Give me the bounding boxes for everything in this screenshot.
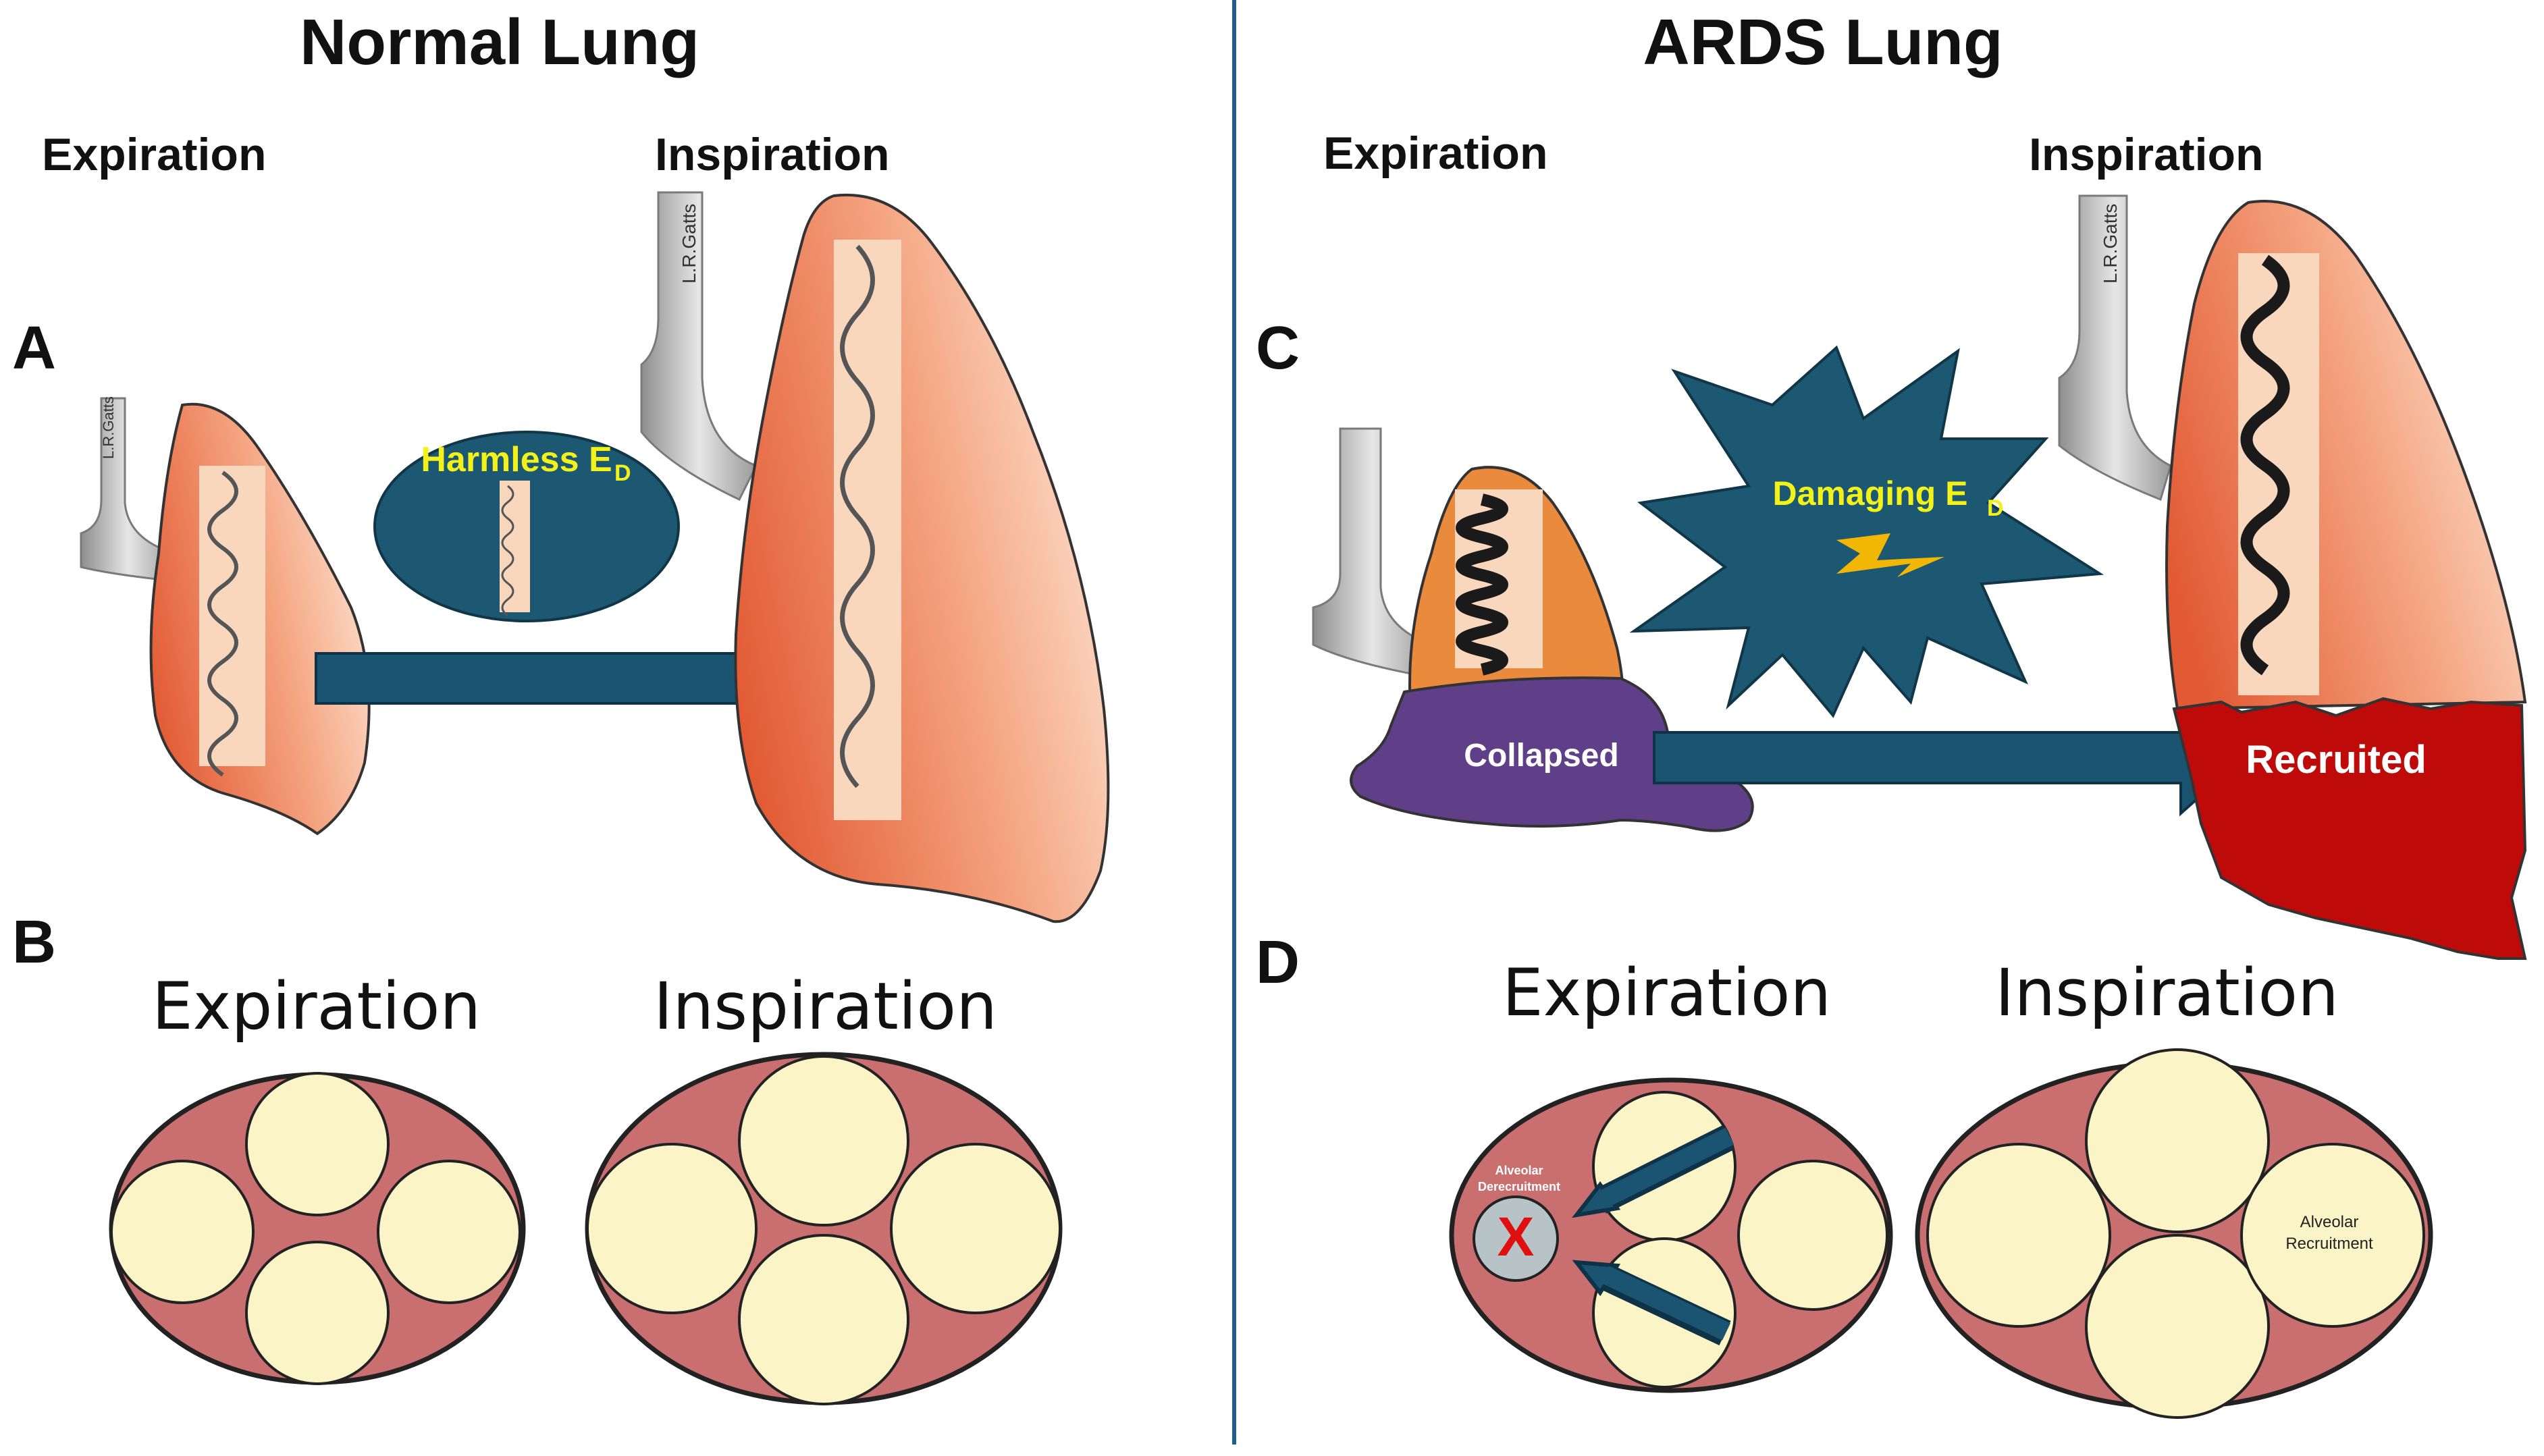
alveoli-normal-inspiration xyxy=(585,1052,1063,1405)
panel-letter-d: D xyxy=(1256,929,1300,996)
title-normal-lung: Normal Lung xyxy=(300,6,699,78)
x-mark-icon: X xyxy=(1498,1206,1535,1268)
collapsed-label: Collapsed xyxy=(1464,738,1618,774)
panel-c-inspiration-label: Inspiration xyxy=(2029,129,2264,180)
damaging-ed-burst xyxy=(1629,345,2104,718)
spring-ards-stretched xyxy=(2240,254,2290,676)
panel-a-inspiration-label: Inspiration xyxy=(655,129,890,180)
bubble-spring xyxy=(501,485,514,617)
spring-expiration xyxy=(207,470,238,777)
spring-inspiration xyxy=(840,244,875,788)
recruitment-label-2: Recruitment xyxy=(2285,1235,2373,1253)
panel-letter-c: C xyxy=(1256,315,1300,382)
airway-large xyxy=(640,191,758,501)
signature-a-small: L.R.Gatts xyxy=(100,396,117,459)
recruitment-label-1: Alveolar xyxy=(2300,1213,2359,1231)
alveolar-strip-expiration xyxy=(199,466,265,766)
lung-collapsed-region xyxy=(1350,676,1754,832)
spring-compressed xyxy=(1456,493,1508,676)
panel-b-inspiration-label: Inspiration xyxy=(654,969,997,1044)
alveoli-ards-expiration: X Alveolar Derecruitment xyxy=(1449,1077,1893,1393)
harmless-ed-label: Harmless E xyxy=(421,440,612,479)
lightning-icon xyxy=(1836,533,1944,577)
airway-small xyxy=(80,397,177,582)
panel-letter-b: B xyxy=(12,909,56,976)
panel-a-expiration-label: Expiration xyxy=(42,129,267,180)
title-ards-lung: ARDS Lung xyxy=(1643,6,2003,78)
alveolus-derecruited xyxy=(1473,1195,1559,1282)
damaging-ed-label: Damaging E xyxy=(1773,475,1968,512)
panel-divider xyxy=(1232,0,1236,1445)
airway-collapsed xyxy=(1312,427,1433,676)
alveolus-recruited xyxy=(2240,1143,2425,1328)
lung-inspiration-ards xyxy=(2165,199,2527,711)
lung-inspiration-normal xyxy=(734,193,1110,923)
panel-c-expiration-label: Expiration xyxy=(1323,128,1548,179)
panel-d-expiration-label: Expiration xyxy=(1502,955,1832,1031)
signature-c-large: L.R.Gatts xyxy=(2100,204,2121,284)
alveoli-normal-expiration xyxy=(109,1072,526,1385)
recruited-label: Recruited xyxy=(2246,738,2427,782)
derecruitment-label-1: Alveolar xyxy=(1495,1164,1543,1177)
bubble-strip xyxy=(500,481,530,612)
derecruitment-label-2: Derecruitment xyxy=(1478,1180,1560,1193)
damaging-ed-subscript: D xyxy=(1987,495,2004,521)
harmless-ed-subscript: D xyxy=(614,460,631,486)
signature-a-large: L.R.Gatts xyxy=(679,204,699,284)
panel-letter-a: A xyxy=(12,315,56,382)
lung-recruited-region xyxy=(2172,697,2527,960)
alveoli-ards-inspiration: Alveolar Recruitment xyxy=(1915,1048,2433,1419)
airway-ards-large xyxy=(2058,194,2172,502)
panel-b-expiration-label: Expiration xyxy=(152,969,481,1044)
panel-d-inspiration-label: Inspiration xyxy=(1995,955,2339,1031)
